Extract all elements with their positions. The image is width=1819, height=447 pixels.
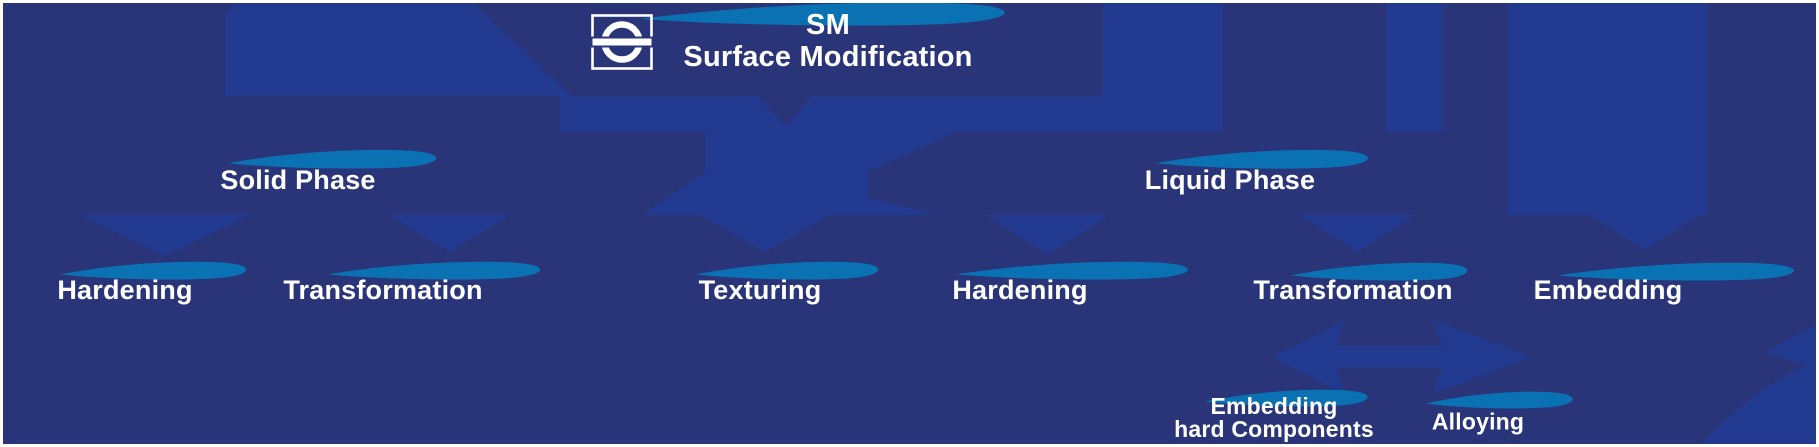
node-liquid-hardening: Hardening [952, 275, 1088, 305]
node-liquid-transformation: Transformation [1253, 275, 1453, 305]
swoosh-solid-phase [228, 149, 437, 169]
swoosh-liquid-hardening [956, 261, 1188, 280]
swoosh-embedding-hard [1205, 389, 1368, 407]
swoosh-alloying [1426, 391, 1573, 409]
swoosh-texturing [696, 261, 879, 280]
node-alloying: Alloying [1431, 408, 1525, 435]
swoosh-embedding [1558, 262, 1794, 281]
node-liquid-phase: Liquid Phase [1144, 165, 1316, 195]
embedding-hard-line1: Embedding [1210, 393, 1338, 419]
bright-cutout-shapes [80, 4, 1819, 447]
accent-swooshes [60, 2, 1794, 409]
swoosh-liquid-phase [1156, 149, 1369, 169]
node-solid-phase: Solid Phase [220, 165, 376, 195]
root-node-title: SM Surface Modification [683, 9, 972, 73]
sm-logo-icon [591, 14, 653, 75]
node-embedding-hard-components: Embedding hard Components [1174, 395, 1374, 441]
embedding-hard-line2: hard Components [1174, 416, 1374, 442]
node-solid-texturing: Texturing [698, 275, 822, 305]
swoosh-solid-transformation [328, 261, 541, 280]
node-solid-hardening: Hardening [57, 275, 193, 305]
root-name: Surface Modification [683, 41, 973, 73]
swoosh-title [640, 2, 1005, 26]
node-solid-transformation: Transformation [283, 275, 483, 305]
double-arrow-shape [1272, 320, 1532, 394]
square-circle-bar-emblem-icon [591, 14, 653, 70]
swoosh-solid-hardening [60, 261, 247, 280]
root-abbr: SM [806, 9, 850, 41]
node-liquid-embedding: Embedding [1533, 275, 1683, 305]
swoosh-liquid-transformation [1291, 262, 1468, 281]
